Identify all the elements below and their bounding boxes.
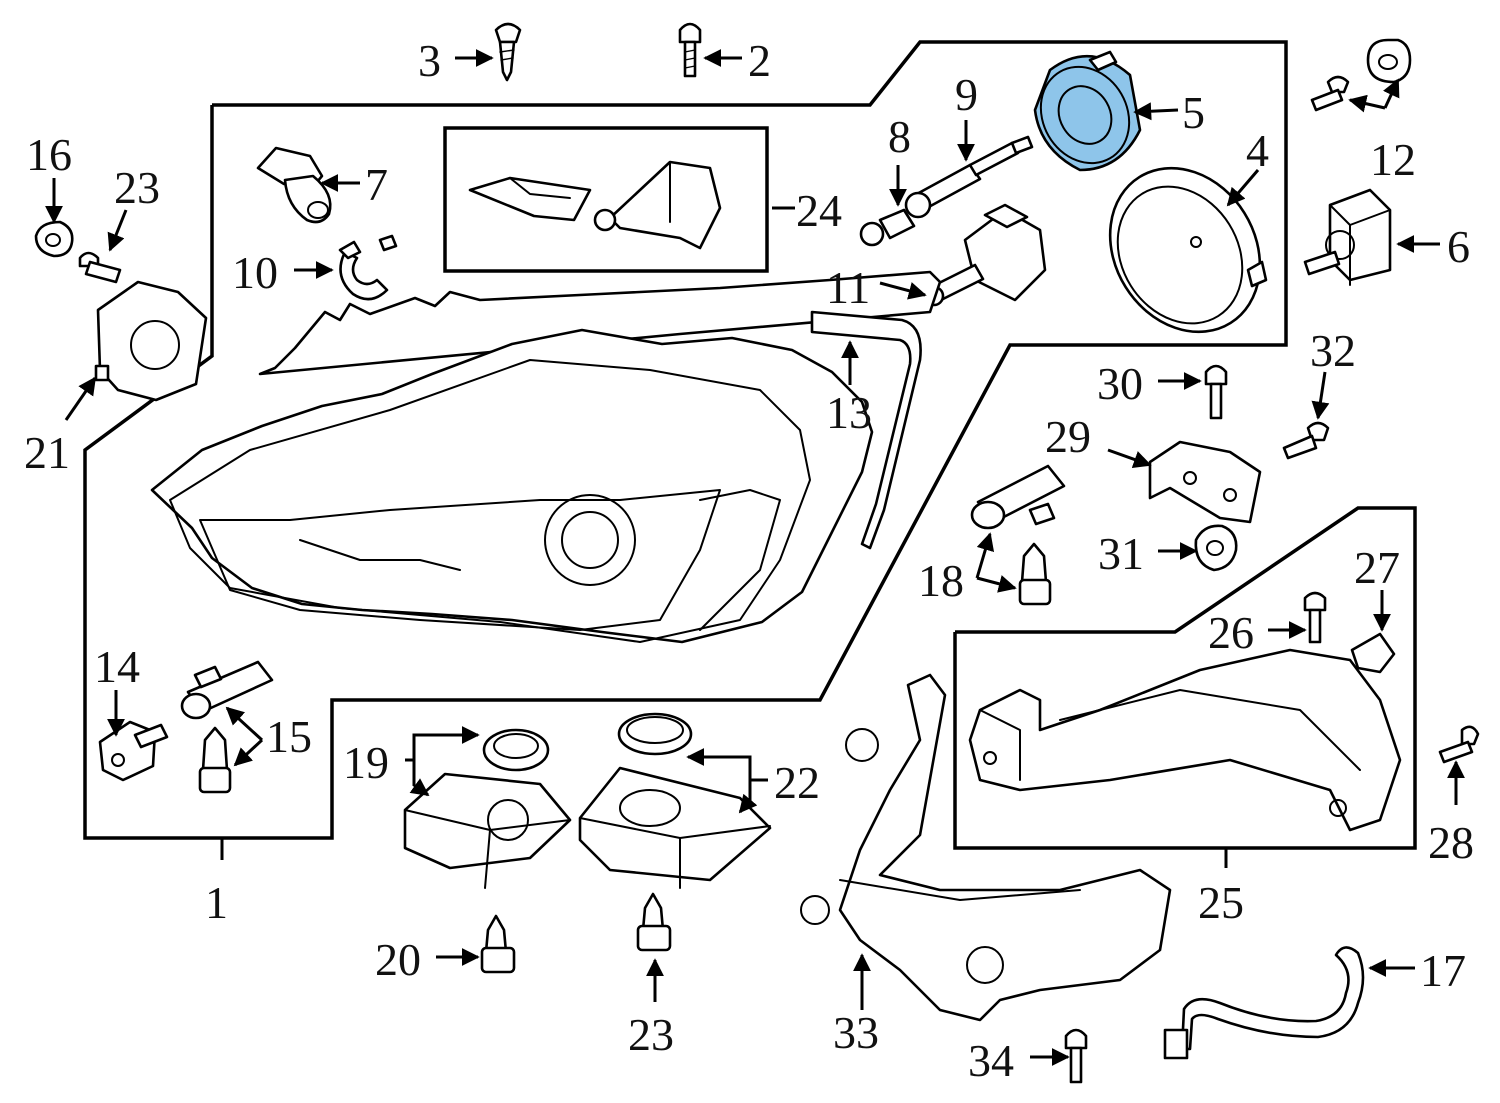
nut-16-icon — [34, 220, 74, 258]
sensor-15-icon — [180, 660, 274, 794]
callout-24: 24 — [796, 185, 842, 236]
callout-7: 7 — [365, 159, 388, 210]
ballast-19-icon — [403, 728, 572, 889]
callout-34: 34 — [968, 1035, 1014, 1086]
callout-32: 32 — [1310, 325, 1356, 376]
callout-23-bottom: 23 — [628, 1009, 674, 1060]
callout-8: 8 — [888, 111, 911, 162]
screw-2-icon — [678, 22, 702, 78]
bracket-set-24-icon — [468, 160, 722, 250]
callout-16: 16 — [26, 129, 72, 180]
callout-22: 22 — [774, 757, 820, 808]
callout-9: 9 — [955, 69, 978, 120]
screw-23-bottom-icon — [636, 892, 672, 952]
callout-11: 11 — [826, 262, 870, 313]
screw-nut-12-icon — [1310, 38, 1412, 112]
callout-1: 1 — [205, 877, 228, 928]
bulb-8-icon — [859, 208, 916, 247]
callout-21: 21 — [24, 427, 70, 478]
screw-30-icon — [1204, 364, 1228, 420]
callout-17: 17 — [1420, 945, 1466, 996]
callout-29: 29 — [1045, 411, 1091, 462]
xenon-bulb-6-icon — [1303, 188, 1392, 286]
callout-2: 2 — [748, 35, 771, 86]
group-box-24 — [443, 126, 769, 273]
group-box-headlamp — [83, 40, 1288, 840]
callout-15: 15 — [266, 711, 312, 762]
callout-25: 25 — [1198, 877, 1244, 928]
mounting-bracket-25-icon — [968, 648, 1402, 832]
clip-27-icon — [1350, 632, 1396, 674]
bracket-14-icon — [98, 720, 169, 782]
retaining-ring-5-icon — [1033, 50, 1142, 172]
screw-32-icon — [1282, 421, 1330, 460]
callout-14: 14 — [94, 641, 140, 692]
callout-18: 18 — [918, 555, 964, 606]
callout-12: 12 — [1370, 134, 1416, 185]
screw-26-icon — [1303, 591, 1327, 644]
actuator-9-icon — [904, 135, 1034, 219]
hose-17-icon — [1163, 946, 1365, 1060]
screw-3-icon — [494, 22, 522, 82]
callout-10: 10 — [232, 247, 278, 298]
callout-31: 31 — [1098, 528, 1144, 579]
callout-6: 6 — [1447, 221, 1470, 272]
callout-13: 13 — [826, 387, 872, 438]
screw-34-icon — [1064, 1028, 1088, 1084]
ballast-22-icon — [578, 712, 772, 889]
callout-28: 28 — [1428, 817, 1474, 868]
screw-28-icon — [1438, 725, 1480, 764]
callout-26: 26 — [1208, 607, 1254, 658]
bracket-29-icon — [1148, 440, 1262, 524]
control-module-21-icon — [94, 280, 208, 402]
bulb-7-icon — [256, 146, 332, 224]
sensor-18-icon — [970, 464, 1066, 606]
support-33-icon — [800, 673, 1172, 1022]
leveling-motor-11-icon — [923, 203, 1047, 307]
leader-lines — [45, 49, 1465, 1066]
callout-20: 20 — [375, 934, 421, 985]
callout-5: 5 — [1182, 87, 1205, 138]
screw-23-top-icon — [78, 251, 122, 284]
callout-19: 19 — [343, 737, 389, 788]
callout-numbers: 1 2 3 4 5 6 7 8 9 10 11 12 13 14 15 16 1… — [24, 35, 1474, 1086]
dust-cap-4-icon — [1108, 166, 1268, 334]
headlamp-assembly-13-icon — [150, 270, 942, 644]
clip-10-icon — [338, 234, 398, 301]
callout-27: 27 — [1354, 542, 1400, 593]
callout-30: 30 — [1097, 358, 1143, 409]
group-box-25 — [953, 506, 1417, 850]
callout-23-top: 23 — [114, 162, 160, 213]
screw-20-icon — [480, 914, 516, 974]
callout-4: 4 — [1246, 125, 1269, 176]
nut-31-icon — [1194, 524, 1238, 572]
callout-33: 33 — [833, 1007, 879, 1058]
callout-3: 3 — [418, 35, 441, 86]
